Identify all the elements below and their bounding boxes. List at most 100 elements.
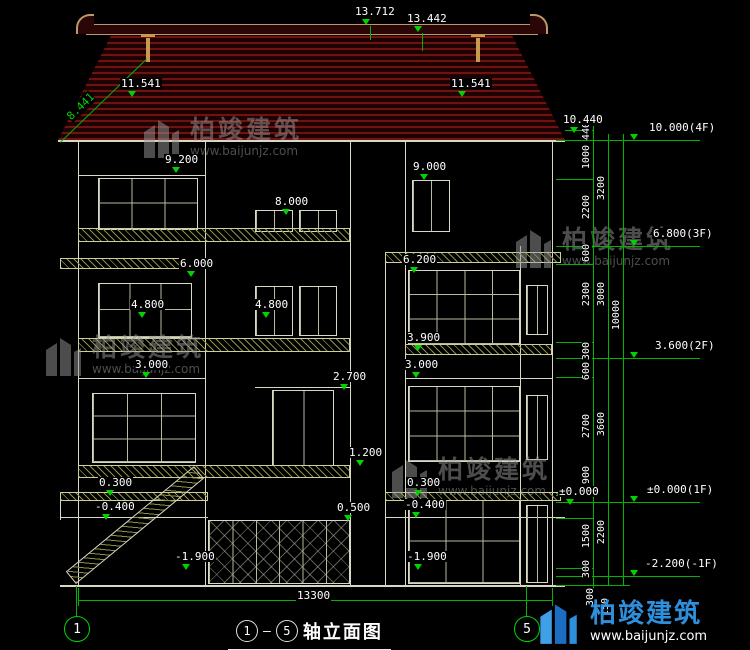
elevation-mark: 10.440 bbox=[562, 114, 604, 133]
dim-value: 2300 bbox=[581, 282, 592, 307]
watermark-brand: 柏竣建筑 bbox=[190, 115, 303, 144]
wall-interior-3 bbox=[385, 252, 386, 585]
door-4f-right bbox=[412, 180, 450, 232]
elevation-mark: 11.541 bbox=[450, 78, 492, 97]
level-marker-icon bbox=[362, 19, 370, 25]
wall-right bbox=[552, 140, 553, 585]
elevation-mark: -1.900 bbox=[174, 551, 216, 570]
level-marker-icon bbox=[138, 312, 146, 318]
dim-value: 3000 bbox=[596, 282, 607, 307]
elevation-mark: 0.300 bbox=[98, 477, 134, 496]
level-marker-icon bbox=[420, 174, 428, 180]
axis-circle-start: 1 bbox=[236, 620, 258, 642]
dim-value: 1500 bbox=[581, 524, 592, 549]
level-marker-icon bbox=[630, 240, 638, 246]
level-marker-icon bbox=[570, 127, 578, 133]
level-line-2f bbox=[556, 358, 700, 359]
elevation-mark: 6.000 bbox=[179, 258, 215, 277]
floor-slab-2f bbox=[78, 338, 350, 352]
elevation-mark: 3.000 bbox=[134, 359, 170, 378]
roof-finial-right bbox=[476, 38, 480, 62]
level-label-3f: 6.800(3F) bbox=[652, 227, 714, 240]
elevation-mark: -0.400 bbox=[94, 501, 136, 520]
footer-brand-name: 柏竣建筑 bbox=[590, 599, 703, 629]
bottom-dim-value: 13300 bbox=[296, 589, 332, 602]
eave-line bbox=[58, 140, 565, 142]
drawing-title: 1 — 5 轴立面图 bbox=[228, 618, 391, 650]
watermark-brand: 柏竣建筑 bbox=[438, 455, 551, 484]
level-label-4f: 10.000(4F) bbox=[648, 121, 717, 134]
elevation-mark: 9.000 bbox=[412, 161, 448, 180]
window-1f-right bbox=[408, 500, 520, 584]
dim-value: 300 bbox=[581, 342, 592, 361]
elevation-mark: 0.500 bbox=[336, 502, 372, 521]
porch-slab-left-0300 bbox=[60, 492, 208, 501]
elevation-mark: 4.800 bbox=[254, 299, 290, 318]
beam-line-3000-right bbox=[405, 378, 552, 379]
level-marker-icon bbox=[172, 167, 180, 173]
brand-logo-icon bbox=[144, 120, 179, 158]
level-marker-icon bbox=[344, 515, 352, 521]
level-marker-icon bbox=[566, 499, 574, 505]
title-text: 轴立面图 bbox=[302, 622, 383, 643]
window-band-1f-mid bbox=[208, 520, 350, 584]
dim-ext-line bbox=[565, 130, 593, 131]
elevation-mark: -1.900 bbox=[406, 551, 448, 570]
dim-leader bbox=[422, 33, 423, 51]
window-2f-strip bbox=[526, 395, 548, 460]
dim-chain-line-mid bbox=[608, 134, 609, 585]
watermark-url: www.baijunjz.com bbox=[190, 144, 299, 158]
title-dash: — bbox=[263, 623, 271, 639]
level-marker-icon bbox=[414, 26, 422, 32]
level-label-1f: ±0.000(1F) bbox=[646, 483, 715, 496]
level-marker-icon bbox=[630, 570, 638, 576]
elevation-mark: 2.700 bbox=[332, 371, 368, 390]
brand-logo-icon bbox=[46, 338, 81, 376]
elevation-mark: 4.800 bbox=[130, 299, 166, 318]
level-marker-icon bbox=[106, 490, 114, 496]
level-marker-icon bbox=[340, 384, 348, 390]
porch-column-left bbox=[60, 493, 61, 520]
dim-ext-line bbox=[556, 264, 593, 265]
dim-value: 2700 bbox=[581, 414, 592, 439]
elevation-mark: ±0.000 bbox=[558, 486, 600, 505]
level-label-2f: 3.600(2F) bbox=[654, 339, 716, 352]
window-3f-mid-1 bbox=[255, 286, 293, 336]
bottom-dim-ext-left bbox=[78, 588, 79, 606]
bottom-dim-ext-right bbox=[552, 588, 553, 606]
window-1f-strip bbox=[526, 505, 548, 583]
fascia-line-9200 bbox=[78, 175, 205, 176]
watermark-url: www.baijunjz.com bbox=[562, 254, 671, 268]
level-marker-icon bbox=[458, 91, 466, 97]
level-marker-icon bbox=[182, 564, 190, 570]
elevation-mark: -0.400 bbox=[404, 499, 446, 518]
level-line-b1 bbox=[556, 576, 700, 577]
dim-ext-line bbox=[556, 179, 593, 180]
level-marker-icon bbox=[356, 460, 364, 466]
level-marker-icon bbox=[414, 345, 422, 351]
level-marker-icon bbox=[630, 134, 638, 140]
wall-interior-1 bbox=[205, 140, 206, 585]
level-marker-icon bbox=[412, 372, 420, 378]
axis-leader-right bbox=[526, 586, 527, 618]
window-2f-left bbox=[92, 393, 196, 463]
axis-circle-end: 5 bbox=[275, 620, 298, 642]
footer-brand-url: www.baijunjz.com bbox=[590, 629, 708, 644]
dim-chain-line-inner bbox=[593, 126, 594, 602]
wall-interior-5 bbox=[520, 246, 521, 585]
dim-value: 3200 bbox=[596, 176, 607, 201]
window-2f-right bbox=[408, 386, 520, 462]
level-marker-icon bbox=[187, 271, 195, 277]
axis-leader-left bbox=[76, 586, 77, 618]
level-marker-icon bbox=[412, 512, 420, 518]
level-marker-icon bbox=[102, 514, 110, 520]
dim-value: 1000 bbox=[581, 145, 592, 170]
door-2f-mid bbox=[272, 390, 334, 466]
watermark-brand: 柏竣建筑 bbox=[92, 333, 205, 362]
level-marker-icon bbox=[414, 564, 422, 570]
balcony-slab-1200 bbox=[78, 465, 350, 478]
dim-chain-line-outer bbox=[623, 134, 624, 585]
